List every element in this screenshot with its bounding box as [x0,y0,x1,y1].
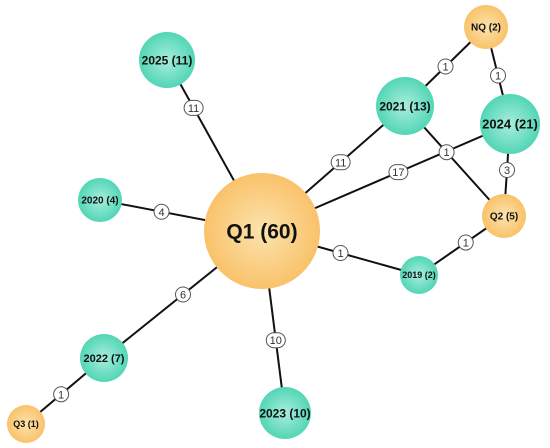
node-y2019: 2019 (2) [400,256,438,294]
edge-weight-text: 11 [335,157,346,169]
edge-weight-badge [438,144,455,161]
edge-weight-badge [265,332,286,349]
edge-weight-q1-y2021: 11 [330,154,351,171]
node-label: 2021 (13) [379,99,430,113]
edge-weight-badge [183,99,204,116]
edge-weight-text: 11 [188,103,199,115]
edge-weight-q1-y2020: 4 [153,203,170,220]
node-label: 2022 (7) [84,353,125,365]
edge-weight-badge [153,203,170,220]
edge-weight-badge [457,234,474,251]
node-q3: Q3 (1) [7,405,45,443]
node-circle [464,5,508,49]
edge-weight-badge [388,164,409,181]
edge-weight-text: 1 [442,62,448,74]
edge-weight-y2021-q2: 1 [438,144,455,161]
node-label: 2023 (10) [259,406,310,420]
node-label: Q2 (5) [490,212,518,223]
node-y2024: 2024 (21) [480,94,540,154]
node-y2022: 2022 (7) [80,334,128,382]
node-circle [259,387,311,439]
node-label: 2020 (4) [81,196,118,207]
node-circle [482,194,526,238]
node-label: Q3 (1) [13,419,39,429]
node-circle [204,173,320,289]
node-label: Q1 (60) [226,221,297,244]
node-label: 2024 (21) [482,117,538,132]
node-circle [78,178,122,222]
node-circle [480,94,540,154]
node-label: NQ (2) [471,23,501,34]
edge-weight-text: 1 [495,71,501,83]
node-label: 2025 (11) [142,53,193,67]
node-nq: NQ (2) [464,5,508,49]
edge-weight-badge [490,67,506,84]
edge-weight-text: 3 [504,165,510,177]
node-y2025: 2025 (11) [139,32,195,88]
nodes-layer: Q1 (60) Q2 (5) Q3 (1) NQ (2) 2019 (2) 2020 (4… [7,5,540,443]
edge-weight-badge [332,245,349,261]
edge-weight-q1-y2022: 6 [175,286,191,303]
node-circle [7,405,45,443]
edge-weight-text: 1 [444,147,450,159]
node-circle [139,32,195,88]
node-y2020: 2020 (4) [78,178,122,222]
edge-weight-q1-y2023: 10 [265,332,286,349]
node-q1: Q1 (60) [204,173,320,289]
edge-weight-text: 4 [158,207,164,219]
edge-weight-badge [175,286,191,303]
node-y2021: 2021 (13) [376,77,434,135]
edge-weight-badge [437,58,454,75]
node-y2023: 2023 (10) [259,387,311,439]
edge-weight-text: 10 [270,335,282,347]
edge-weight-q1-y2019: 1 [332,245,349,261]
edge-weight-y2024-q2: 3 [499,162,515,178]
node-circle [80,334,128,382]
edge-weight-q1-y2024: 17 [388,164,409,181]
edge-weight-badge [499,162,515,178]
edge-weight-text: 1 [463,238,469,250]
node-q2: Q2 (5) [482,194,526,238]
edge-weight-text: 6 [180,290,186,302]
edge-weight-y2019-q2: 1 [457,234,474,251]
edge-weight-badge [53,386,70,403]
node-label: 2019 (2) [402,270,436,280]
node-circle [376,77,434,135]
edge-weight-q1-y2025: 11 [183,99,204,116]
edge-weight-text: 1 [337,248,343,260]
edge-weight-text: 1 [58,389,64,401]
node-circle [400,256,438,294]
edge-weight-y2021-nq: 1 [437,58,454,75]
edge-weight-y2022-q3: 1 [53,386,70,403]
edge-weight-text: 17 [392,167,404,179]
edge-weight-badge [330,154,351,171]
edge-weight-y2024-nq: 1 [490,67,506,84]
